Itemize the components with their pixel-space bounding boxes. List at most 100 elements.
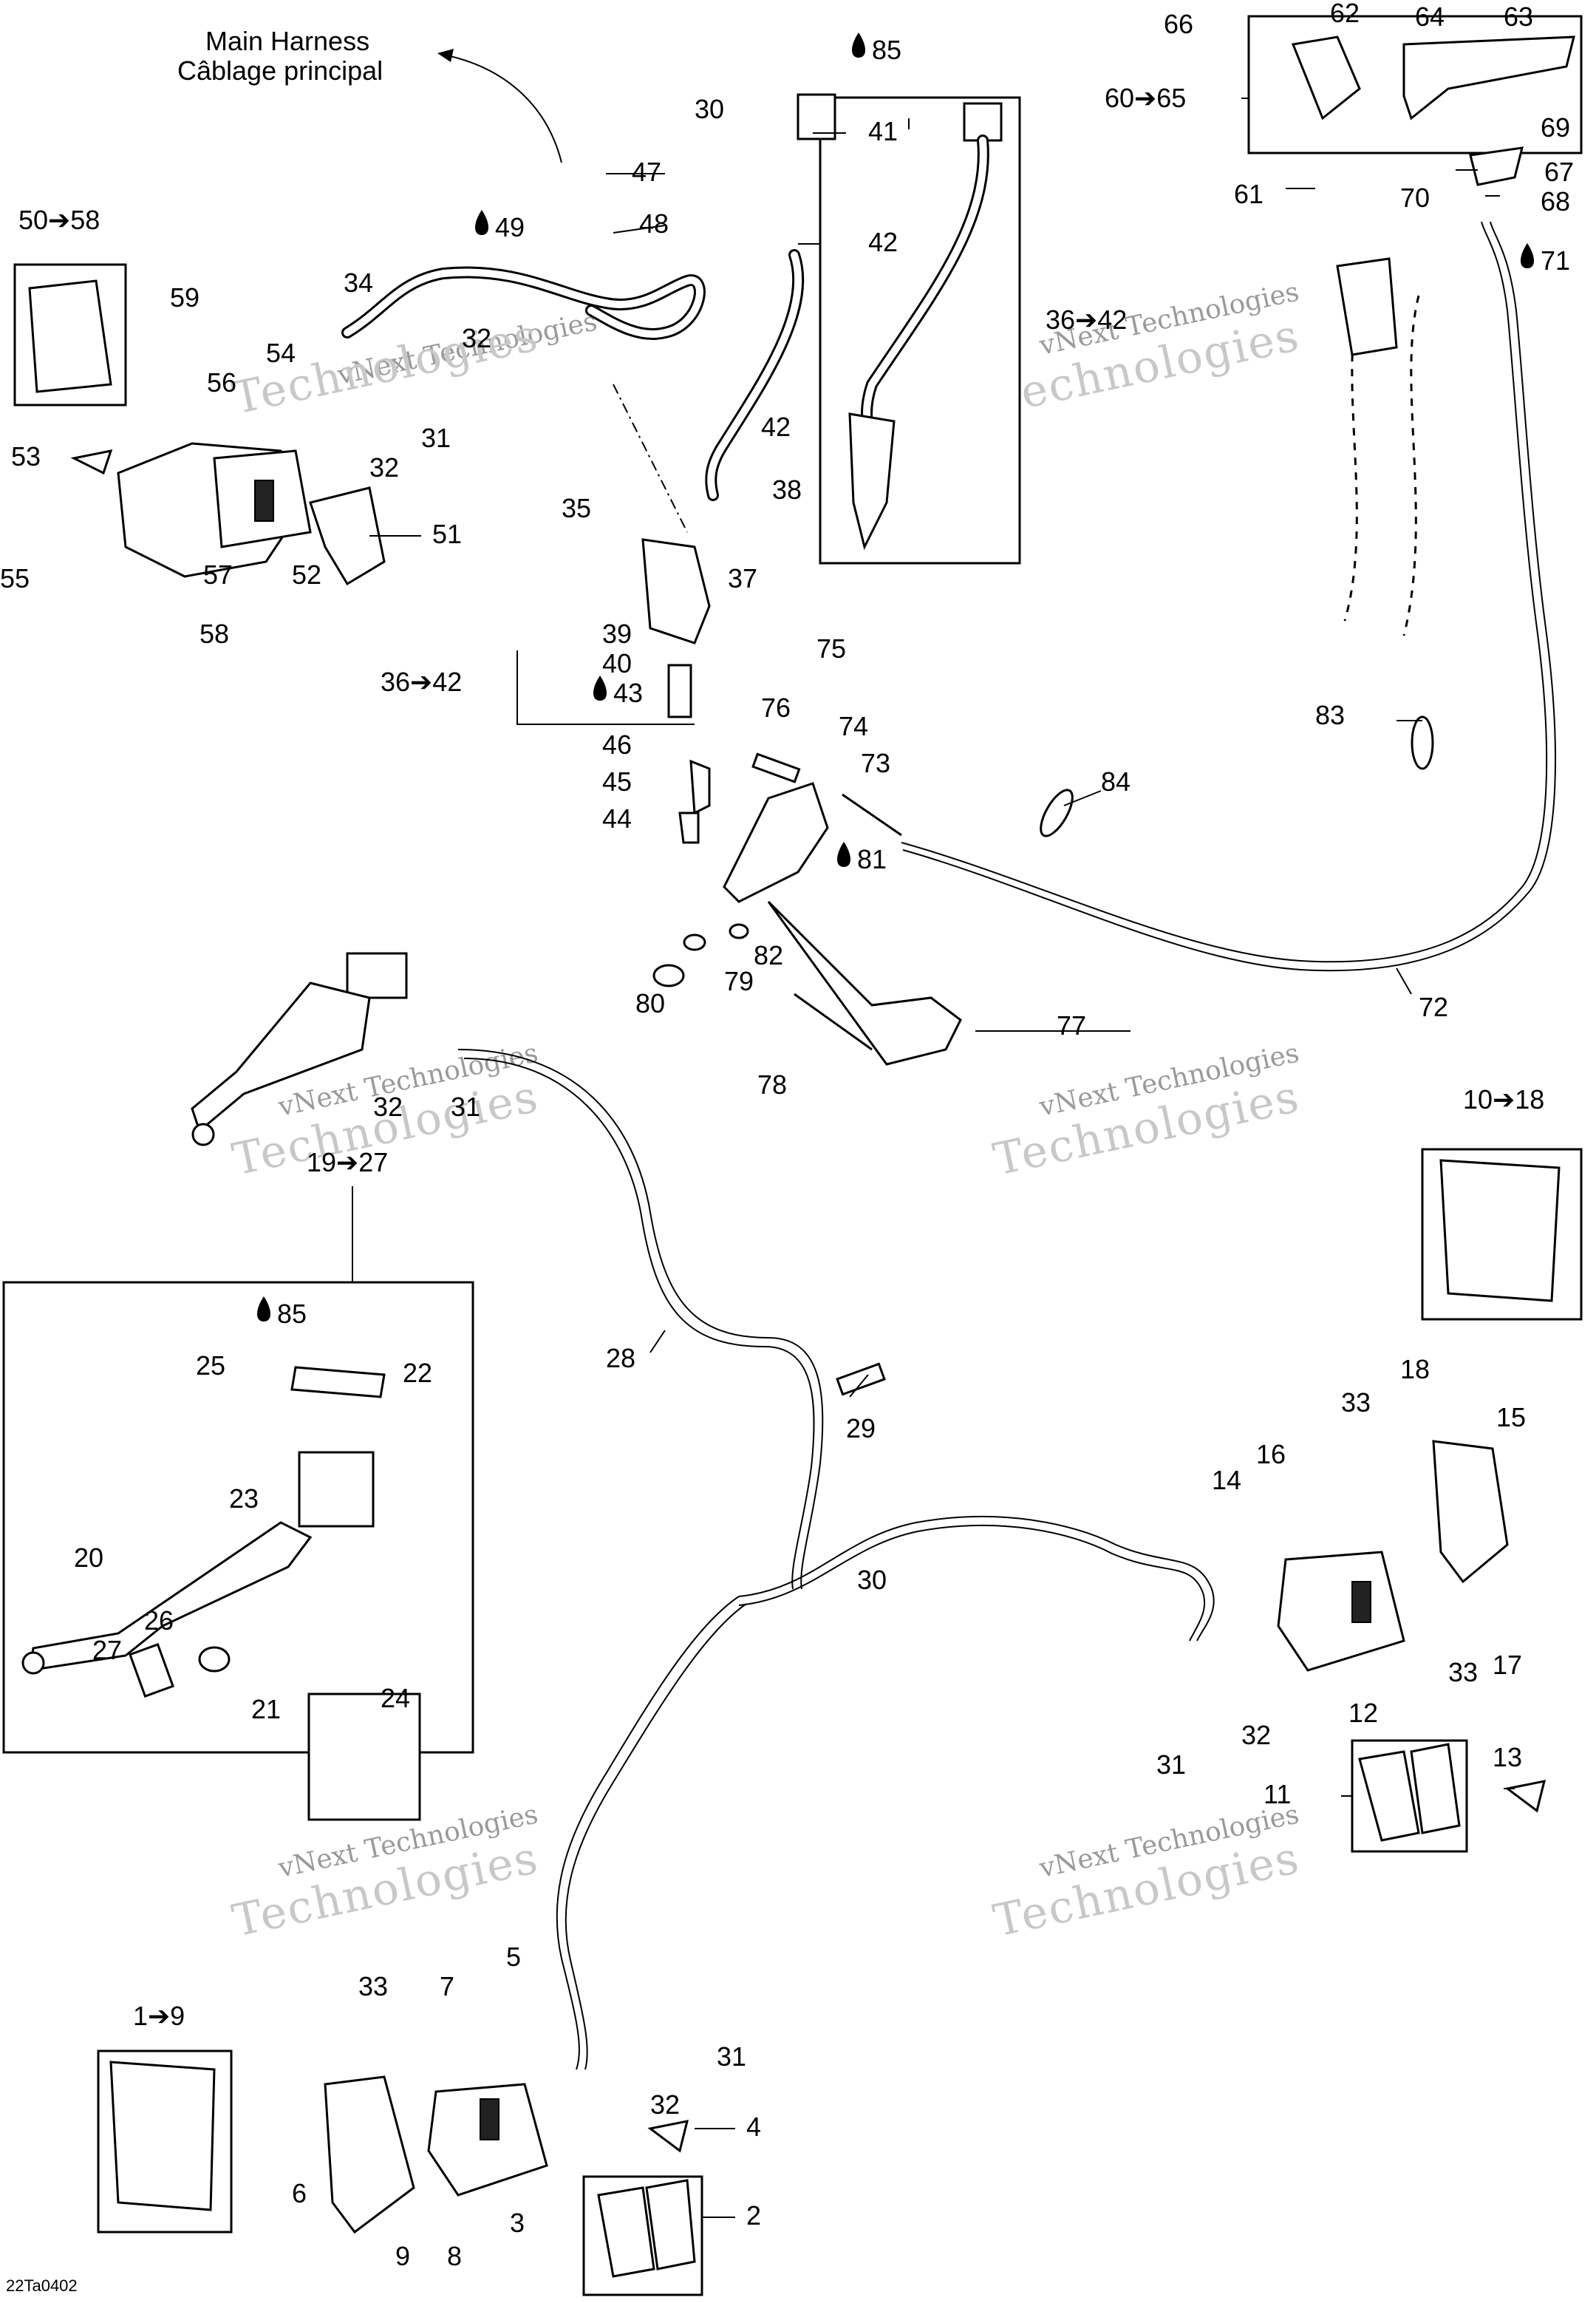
- part-callout: 26: [144, 1605, 174, 1636]
- part-callout: 33: [1448, 1657, 1478, 1687]
- part-callout: 73: [861, 748, 890, 778]
- part-callout: 7: [440, 1971, 454, 2001]
- part-callout: 2: [746, 2200, 761, 2231]
- brake-line-28b: [463, 1058, 815, 1590]
- washer-82: [729, 923, 749, 939]
- leader-lines: [369, 98, 1515, 2218]
- harness-note: Main Harness Câblage principal: [177, 26, 562, 163]
- part-callout: 10➔18: [1463, 1084, 1544, 1115]
- brake-pedal-77: [767, 900, 962, 1066]
- part-callout: 12: [1348, 1698, 1378, 1728]
- part-callout: 84: [1101, 766, 1130, 797]
- part-callout: 40: [602, 648, 632, 678]
- lubricant-drop-icon: [1521, 243, 1534, 268]
- part-callout: 11: [1264, 1779, 1291, 1809]
- part-callout: 57: [203, 559, 233, 590]
- part-callout: 72: [1419, 992, 1448, 1022]
- part-callout: 71: [1541, 245, 1570, 276]
- part-callout: 75: [816, 633, 846, 664]
- part-callout: 67: [1544, 157, 1574, 187]
- part-callout: 19➔27: [307, 1147, 388, 1177]
- pivot-27: [129, 1643, 174, 1698]
- part-callout: 83: [1315, 700, 1345, 730]
- part-callout: 81: [857, 844, 887, 874]
- part-callout: 51: [432, 519, 462, 549]
- part-callout: 35: [562, 493, 591, 523]
- figure-code: 22Ta0402: [6, 2276, 78, 2295]
- part-callout: 33: [1341, 1387, 1371, 1418]
- harness-arrow: [443, 54, 562, 163]
- part-callout: 78: [757, 1069, 787, 1100]
- lever-63: [1402, 35, 1575, 120]
- rear-master-cylinder: [641, 538, 711, 644]
- front-master-cylinder: [346, 952, 408, 999]
- leader-84: [1063, 790, 1102, 806]
- part-callout: 54: [266, 338, 296, 368]
- part-callout: 9: [395, 2241, 410, 2271]
- spring-73: [842, 793, 902, 837]
- part-callout: 76: [761, 693, 791, 723]
- part-callout: 52: [292, 559, 321, 590]
- part-callout: 70: [1400, 183, 1430, 213]
- part-callout: 63: [1504, 1, 1533, 32]
- part-callout: 28: [606, 1343, 635, 1373]
- part-callout: 36➔42: [381, 667, 462, 697]
- inset-caliper-10: [1439, 1159, 1561, 1302]
- part-callout: 47: [632, 157, 661, 187]
- center-line: [613, 384, 688, 533]
- hose-42-inner: [707, 251, 802, 499]
- part-callout: 62: [1330, 0, 1360, 28]
- part-callout: 79: [724, 966, 754, 996]
- part-callout: 14: [1212, 1465, 1241, 1495]
- arrow-head-icon: [437, 49, 454, 62]
- part-callout: 25: [196, 1350, 225, 1381]
- master-cylinder-inset: [848, 412, 896, 551]
- part-callout: 48: [639, 208, 669, 239]
- lubricant-drop-icon: [837, 842, 850, 867]
- brake-lines: [341, 221, 1556, 2070]
- lubricant-drop-icon: [852, 33, 865, 58]
- part-callout: 5: [506, 1942, 521, 1972]
- part-callout: 80: [635, 988, 665, 1018]
- pin-76: [751, 752, 801, 783]
- part-callout: 85: [277, 1299, 307, 1329]
- part-callout: 24: [381, 1683, 410, 1713]
- part-callout: 58: [200, 619, 229, 649]
- part-callout: 27: [92, 1635, 122, 1665]
- part-callout: 37: [728, 563, 757, 593]
- part-callout: 3: [510, 2208, 525, 2238]
- caliper-window: [254, 480, 274, 522]
- leader-48: [613, 225, 666, 234]
- inset-caliper-50: [28, 279, 112, 393]
- caliper-window: [480, 2098, 499, 2140]
- brake-line-left: [556, 1596, 740, 2070]
- brake-pad-2b: [645, 2179, 696, 2270]
- part-callout: 64: [1415, 1, 1445, 32]
- part-callout: 42: [868, 227, 898, 257]
- brake-line-right: [738, 1515, 1215, 1642]
- cable-tie-83: [1411, 715, 1434, 770]
- brake-line-left-b: [565, 1603, 747, 2070]
- o-ring-26: [198, 1646, 231, 1673]
- part-callout: 36➔42: [1046, 305, 1127, 335]
- brake-line-right-b: [738, 1524, 1206, 1642]
- part-callout: 50➔58: [18, 205, 100, 235]
- part-callout: 1➔9: [133, 2001, 185, 2031]
- part-callout: 18: [1400, 1354, 1430, 1384]
- clip-13: [1504, 1780, 1546, 1813]
- lever-20: [28, 1521, 313, 1672]
- part-callout: 60➔65: [1105, 83, 1186, 113]
- part-callout: 44: [602, 803, 632, 834]
- part-callout: 32: [1241, 1720, 1271, 1750]
- front-caliper-bracket-18: [1432, 1440, 1509, 1584]
- part-callout: 31: [421, 423, 451, 453]
- part-callout: 38: [772, 474, 802, 505]
- part-callout: 32: [373, 1092, 403, 1122]
- part-callout: 31: [717, 2041, 746, 2072]
- pushrod-43: [667, 664, 692, 718]
- lubricant-drop-icon: [475, 210, 488, 235]
- lever-tip: [191, 1123, 215, 1146]
- clip-53: [70, 449, 113, 475]
- bracket-36-42: [516, 650, 695, 725]
